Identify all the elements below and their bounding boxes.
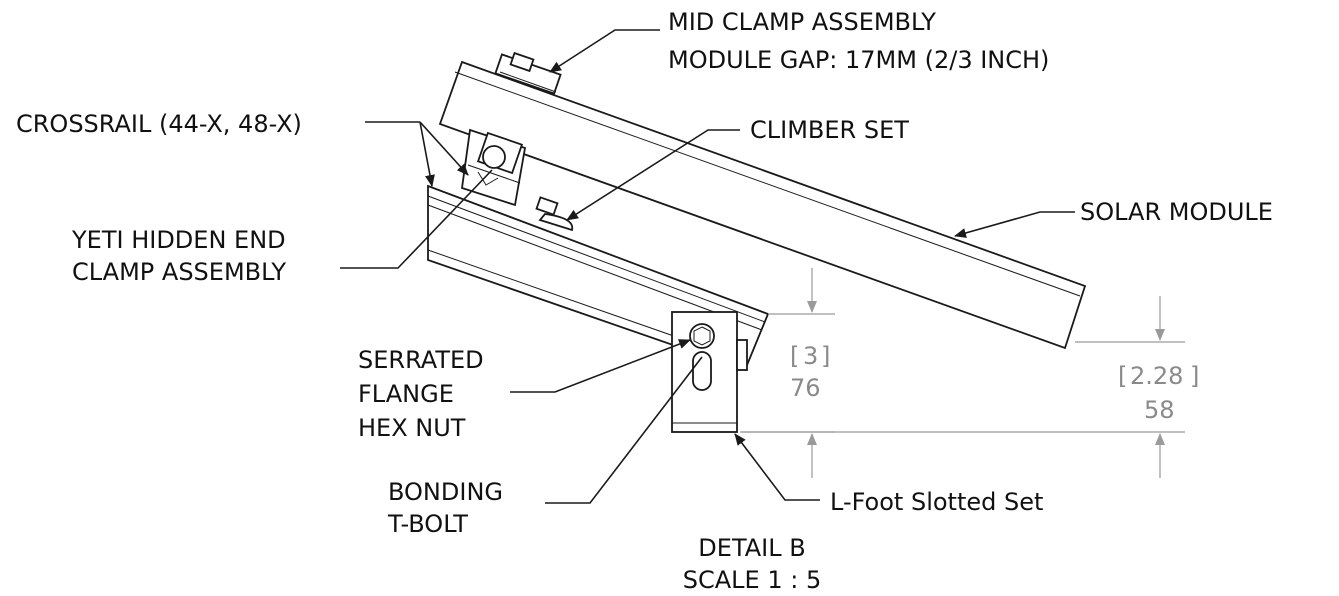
t-bolt-label-line2: T-BOLT (387, 510, 468, 538)
mid-clamp-label-line1: MID CLAMP ASSEMBLY (668, 8, 936, 36)
climber-set-shape (535, 196, 574, 232)
detail-title: DETAIL B (698, 534, 805, 562)
t-bolt-label-line1: BONDING (388, 478, 503, 506)
yeti-label-line2: CLAMP ASSEMBLY (72, 258, 286, 286)
left-dim-open-bracket: [ (790, 342, 799, 370)
dimension-lines (740, 268, 1185, 478)
hex-nut-label-line1: SERRATED (358, 346, 484, 374)
left-dim-close-bracket: ] (821, 342, 830, 370)
left-dim-inch: 3 (803, 342, 818, 370)
detail-scale: SCALE 1 : 5 (683, 566, 821, 594)
climber-set-label: CLIMBER SET (750, 116, 909, 144)
crossrail-label: CROSSRAIL (44-X, 48-X) (16, 110, 302, 138)
solar-module-label: SOLAR MODULE (1080, 198, 1273, 226)
left-dim-mm: 76 (790, 374, 821, 402)
right-dim-inch: 2.28 (1130, 362, 1183, 390)
hex-nut-label-line3: HEX NUT (358, 414, 466, 442)
lfoot-shape (671, 311, 748, 433)
right-dim-close-bracket: ] (1190, 362, 1199, 390)
solar-module-shape (438, 60, 1087, 350)
right-dim-mm: 58 (1144, 396, 1175, 424)
end-clamp-shape (461, 128, 527, 207)
lfoot-label: L-Foot Slotted Set (830, 488, 1043, 516)
yeti-label-line1: YETI HIDDEN END (71, 226, 286, 254)
right-dimension: [ 2.28 ] 58 (1118, 362, 1199, 424)
hex-nut-label-line2: FLANGE (358, 380, 454, 408)
mid-clamp-shape (494, 51, 562, 95)
mid-clamp-label-line2: MODULE GAP: 17MM (2/3 INCH) (668, 46, 1049, 74)
left-dimension: [ 3 ] 76 (790, 342, 830, 402)
leader-lines (340, 29, 1075, 504)
right-dim-open-bracket: [ (1118, 362, 1127, 390)
